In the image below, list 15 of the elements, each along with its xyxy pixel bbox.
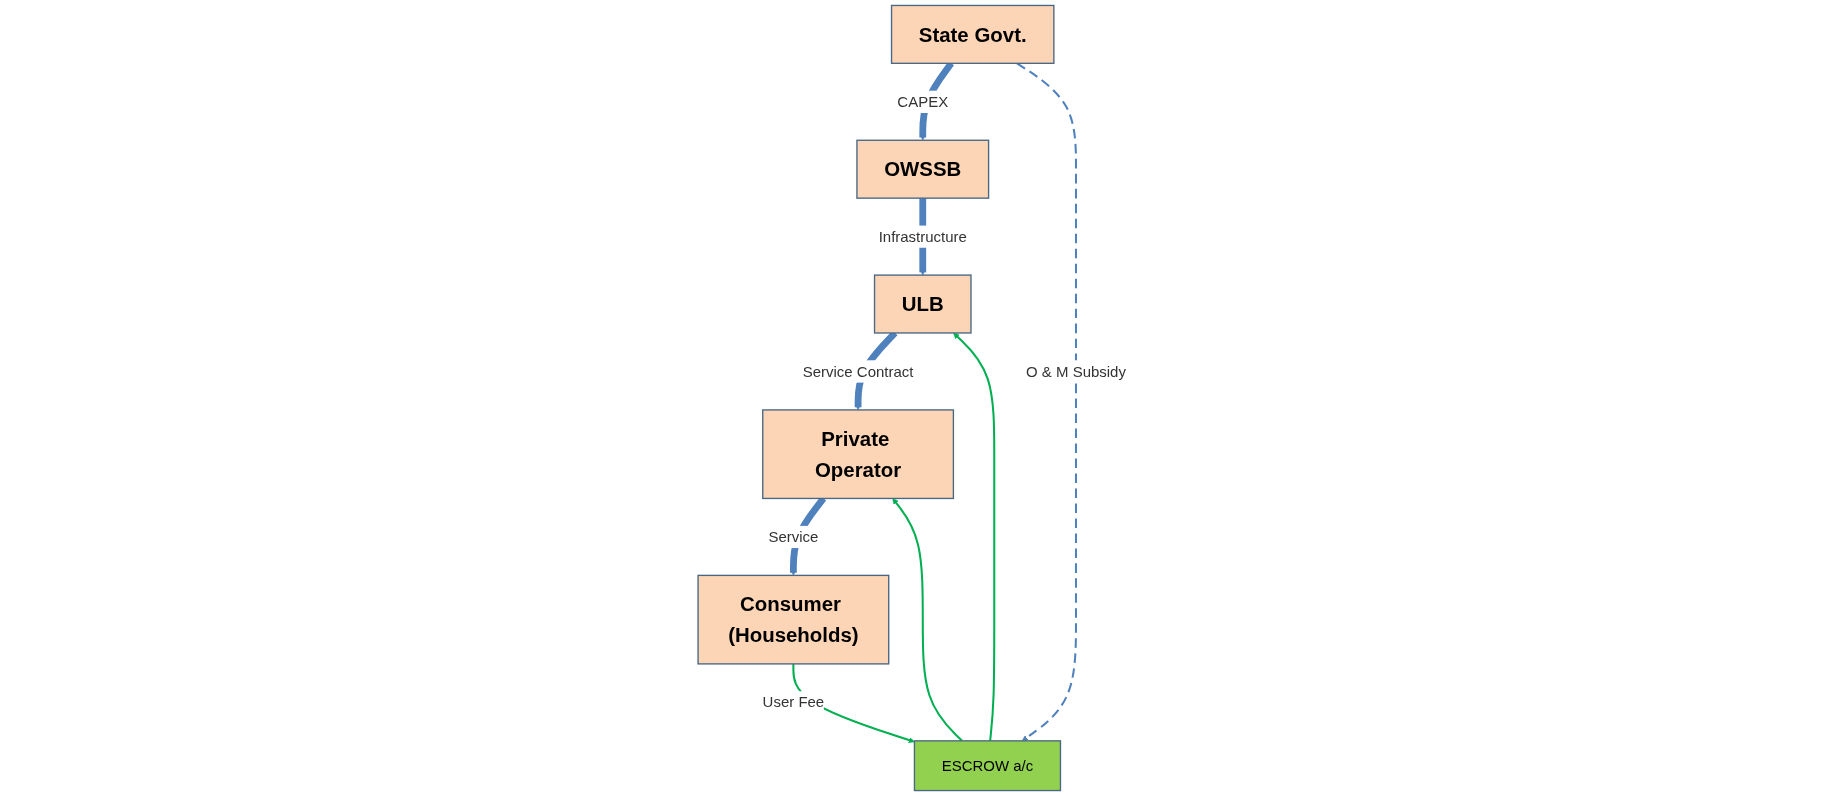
node-box: State Govt. [890, 4, 1055, 64]
edge-label: O & M Subsidy [1026, 362, 1126, 380]
edge-label: Service Contract [802, 362, 914, 380]
node-box: ULB [873, 274, 972, 334]
arrow [1016, 62, 1077, 742]
edge-label: Infrastructure [878, 228, 967, 246]
arrow [953, 332, 996, 741]
arrow [892, 498, 963, 742]
node-box: Consumer (Households) [697, 574, 890, 665]
edge-label: User Fee [762, 693, 825, 711]
node-box: OWSSB [856, 139, 990, 199]
node-box: ESCROW a/c [913, 740, 1062, 792]
edge-label: Service [768, 528, 819, 546]
edge-label: CAPEX [897, 93, 949, 111]
node-box: Private Operator [762, 409, 955, 500]
